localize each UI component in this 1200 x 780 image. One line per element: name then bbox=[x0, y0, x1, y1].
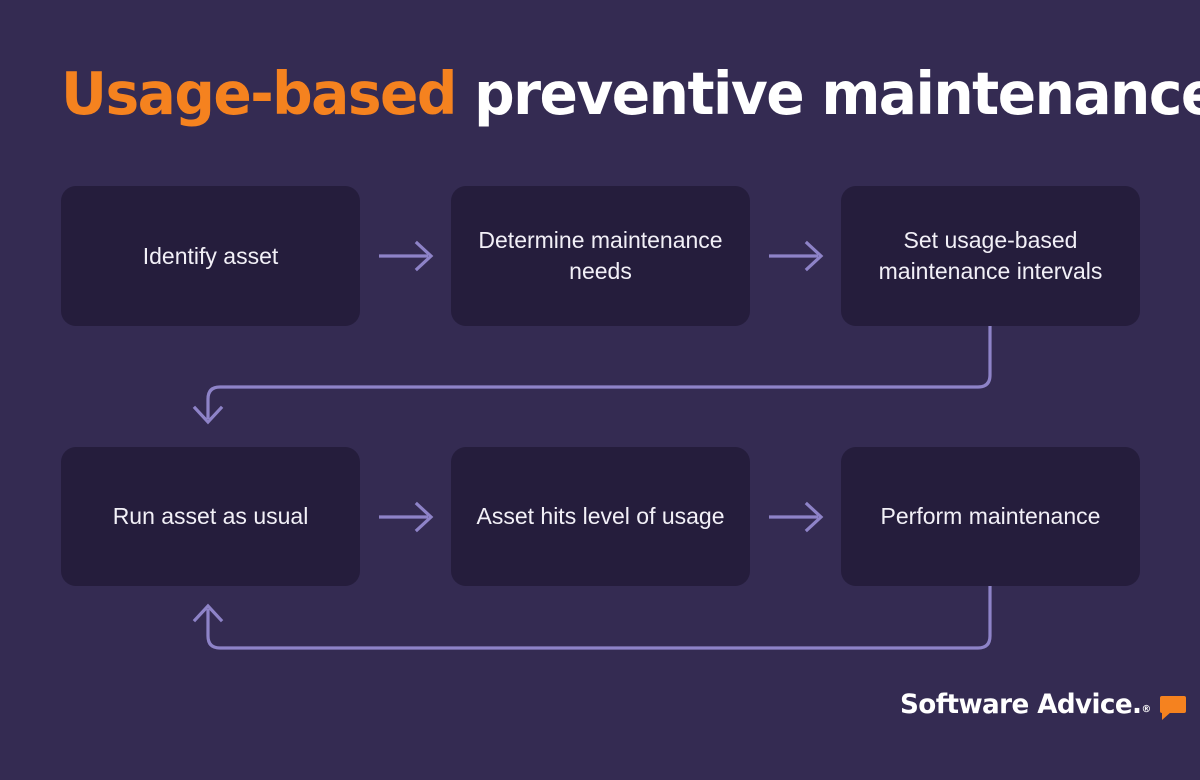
flow-step-box-5[interactable]: Asset hits level of usage bbox=[451, 447, 750, 586]
speech-bubble-tail bbox=[1162, 712, 1172, 720]
connector-arrow-step2-to-step3 bbox=[769, 240, 824, 272]
connector-loop-step6-to-step4 bbox=[192, 586, 992, 650]
page-title-accent: Usage-based bbox=[61, 59, 457, 128]
speech-bubble-body bbox=[1160, 696, 1187, 713]
flow-step-label-6: Perform maintenance bbox=[880, 503, 1101, 529]
software-advice-logo[interactable]: Software Advice.® bbox=[900, 686, 1187, 726]
flow-step-label-2: Determine maintenance needs bbox=[478, 227, 723, 284]
connector-arrow-step1-to-step2 bbox=[379, 240, 434, 272]
flow-step-label-3: Set usage-based maintenance intervals bbox=[878, 227, 1103, 284]
flow-step-box-1[interactable]: Identify asset bbox=[61, 186, 360, 326]
flow-step-label-5: Asset hits level of usage bbox=[476, 503, 725, 529]
logo-period: . bbox=[1132, 689, 1142, 720]
flow-step-box-4[interactable]: Run asset as usual bbox=[61, 447, 360, 586]
logo-brand-name: Software Advice bbox=[900, 689, 1133, 720]
logo-wordmark: Software Advice.® bbox=[900, 690, 1151, 726]
page-title-rest: preventive maintenance bbox=[455, 59, 1200, 128]
connector-arrow-step5-to-step6 bbox=[769, 501, 824, 533]
connector-elbow-step3-to-step4 bbox=[192, 326, 992, 425]
flow-step-box-3[interactable]: Set usage-based maintenance intervals bbox=[841, 186, 1140, 326]
flow-step-box-2[interactable]: Determine maintenance needs bbox=[451, 186, 750, 326]
flow-step-label-4: Run asset as usual bbox=[112, 503, 309, 529]
flow-step-box-6[interactable]: Perform maintenance bbox=[841, 447, 1140, 586]
logo-registered-mark: ® bbox=[1141, 704, 1151, 715]
connector-arrow-step4-to-step5 bbox=[379, 501, 434, 533]
flow-step-label-1: Identify asset bbox=[142, 242, 279, 269]
speech-bubble-icon bbox=[1160, 696, 1187, 720]
page-title: Usage-based preventive maintenance bbox=[61, 52, 1200, 136]
